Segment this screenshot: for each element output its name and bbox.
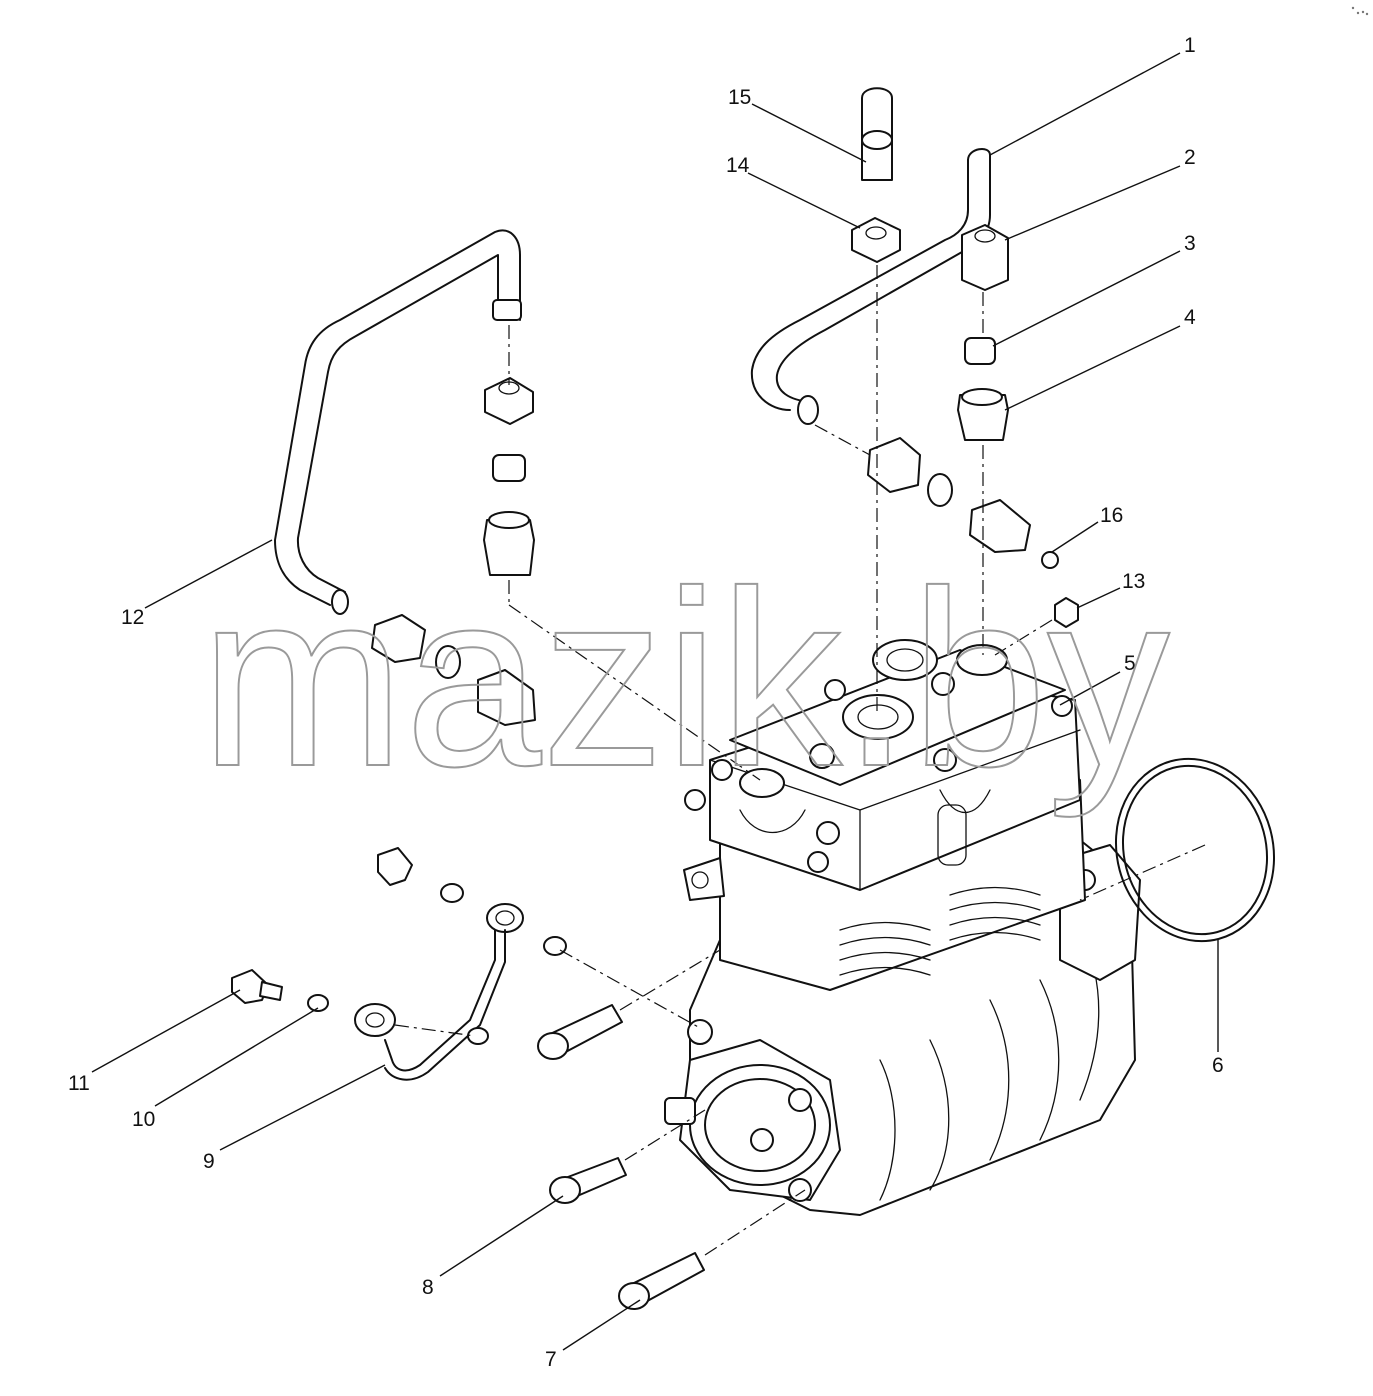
watermark-text: mazik.by <box>200 539 1170 818</box>
callout-5: 5 <box>1124 652 1136 675</box>
callout-14: 14 <box>726 154 750 177</box>
callout-3: 3 <box>1184 232 1196 255</box>
pipe-part-1 <box>750 148 1059 569</box>
callout-11: 11 <box>68 1072 90 1095</box>
corner-marks <box>1351 6 1369 16</box>
callout-12: 12 <box>121 606 144 629</box>
callout-13: 13 <box>1122 570 1145 593</box>
oil-pipe-part-9 <box>231 847 567 1081</box>
callout-15: 15 <box>728 86 751 109</box>
pipe-part-12 <box>274 229 536 726</box>
callout-8: 8 <box>422 1276 434 1299</box>
callout-2: 2 <box>1184 146 1196 169</box>
compressor-body <box>664 639 1141 1216</box>
bolts-parts-7-8 <box>537 1004 705 1310</box>
leader-lines <box>91 52 1219 1351</box>
callout-16: 16 <box>1100 504 1123 527</box>
callout-4: 4 <box>1184 306 1196 329</box>
o-ring-part-6 <box>1114 757 1276 943</box>
callout-labels: 1 2 3 4 5 6 7 8 9 10 11 12 13 14 15 16 <box>68 34 1224 1371</box>
callout-1: 1 <box>1184 34 1196 57</box>
pipe-part-15 <box>851 87 901 263</box>
callout-6: 6 <box>1212 1054 1224 1077</box>
callout-10: 10 <box>132 1108 155 1131</box>
nut-part-13 <box>1054 597 1079 628</box>
assembly-lines <box>394 265 1206 1256</box>
callout-7: 7 <box>545 1348 557 1371</box>
callout-9: 9 <box>203 1150 215 1173</box>
